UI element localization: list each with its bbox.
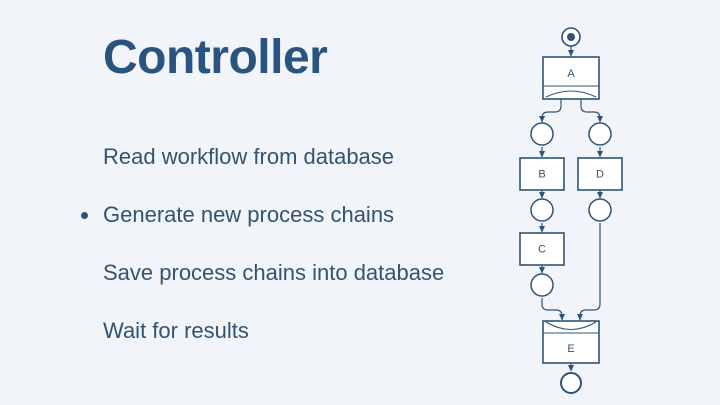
node-transition-d: D [577,157,623,191]
list-item-label: Generate new process chains [103,201,395,227]
node-label-b: B [538,168,545,180]
node-label-c: C [538,243,546,255]
page-title: Controller [103,31,328,84]
node-transition-b: B [519,157,565,191]
node-label-a: A [567,68,575,80]
node-start-place [561,27,581,47]
list-item: Wait for results [0,302,500,360]
workflow-diagram: A B D C [495,0,720,405]
list-item-label: Save process chains into database [103,259,445,285]
node-transition-c: C [519,232,565,266]
list-item: Read workflow from database [0,128,500,186]
node-place-1 [530,122,554,146]
text-column: Controller Read workflow from database G… [0,31,500,360]
node-label-e: E [567,343,574,355]
bullet-list: Read workflow from database Generate new… [0,128,500,360]
node-end-place [560,372,582,394]
node-place-5 [530,273,554,297]
node-transition-a: A [542,56,600,100]
node-transition-e: E [542,320,600,364]
node-place-4 [588,198,612,222]
bullet-dot-icon [81,212,88,219]
list-item-label: Read workflow from database [103,143,395,169]
node-label-d: D [596,168,604,180]
node-place-3 [530,198,554,222]
list-item: Generate new process chains [0,186,500,244]
list-item: Save process chains into database [0,244,500,302]
list-item-label: Wait for results [103,317,249,343]
node-place-2 [588,122,612,146]
